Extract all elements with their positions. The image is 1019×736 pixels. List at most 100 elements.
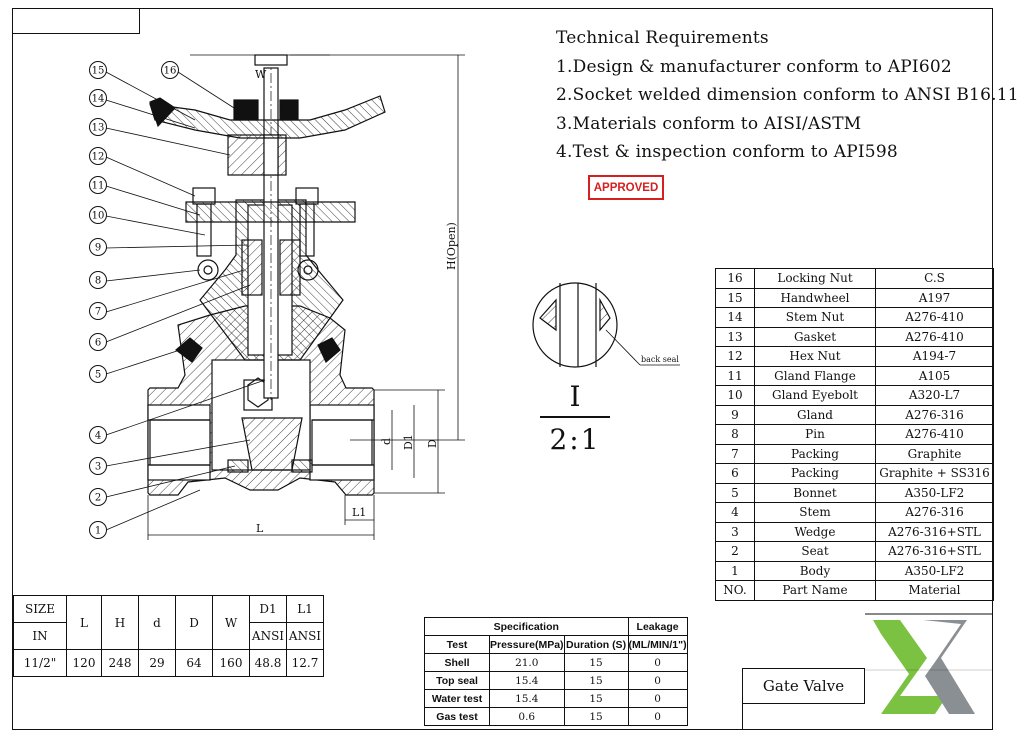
technical-requirements: Technical Requirements 1.Design & manufa… <box>556 24 1019 167</box>
parts-cell-name: Gasket <box>754 326 876 347</box>
value-L: 120 <box>66 649 102 677</box>
col-pressure: Pressure(MPa) <box>489 635 565 654</box>
parts-cell-material: A105 <box>875 365 994 386</box>
size-unit: IN <box>13 622 67 650</box>
parts-cell-material: A320-L7 <box>875 385 994 406</box>
parts-cell-name: Packing <box>754 443 876 464</box>
col-L: L <box>66 595 102 650</box>
parts-cell-material: A276-316 <box>875 404 994 425</box>
approved-stamp: APPROVED <box>588 175 664 200</box>
parts-cell-name: Stem Nut <box>754 307 876 328</box>
parts-cell-material: A350-LF2 <box>875 482 994 503</box>
value-d: 29 <box>138 649 176 677</box>
balloon-circle <box>161 61 179 79</box>
leakage-header: Leakage <box>627 617 688 636</box>
parts-cell-material: A276-316 <box>875 502 994 523</box>
detail-rule <box>540 416 610 418</box>
parts-cell-no: 10 <box>715 385 755 406</box>
parts-cell-name: Gland Flange <box>754 365 876 386</box>
detail-circle <box>532 282 618 368</box>
balloon-circle <box>89 176 107 194</box>
spec-cell-duration: 15 <box>563 653 629 672</box>
spec-cell-test: Shell <box>424 653 490 672</box>
title-block: Gate Valve <box>742 668 865 704</box>
col-L1-sub: ANSI <box>286 622 324 650</box>
tech-item: 3.Materials conform to AISI/ASTM <box>556 113 862 134</box>
back-seal-callout: back seal <box>641 355 679 364</box>
corner-box <box>12 8 140 34</box>
balloon-label: 12 <box>92 152 105 163</box>
parts-cell-name: Packing <box>754 463 876 484</box>
balloon-label: 2 <box>95 493 101 504</box>
parts-cell-material: Graphite + SS316 <box>875 463 994 484</box>
balloon-label: 1 <box>95 526 101 537</box>
value-D: 64 <box>175 649 213 677</box>
spec-cell-leak: 0 <box>627 671 688 690</box>
detail-label: I <box>569 380 581 413</box>
col-D1: D1 <box>249 595 287 623</box>
parts-cell-no: 2 <box>715 541 755 562</box>
parts-cell-no: 4 <box>715 502 755 523</box>
col-duration: Duration (S) <box>563 635 629 654</box>
title-block-lower <box>742 704 866 730</box>
gland-flange <box>185 201 356 223</box>
balloon-circle <box>89 521 107 539</box>
balloon-label: 10 <box>92 211 105 222</box>
spec-cell-duration: 15 <box>563 689 629 708</box>
logo <box>865 613 993 714</box>
dim-label-W: W <box>255 68 267 81</box>
dim-label-D: D <box>426 439 439 448</box>
spec-cell-leak: 0 <box>627 653 688 672</box>
balloon-circle <box>89 365 107 383</box>
col-H: H <box>101 595 139 650</box>
balloon-circle <box>89 426 107 444</box>
balloon-circle <box>89 61 107 79</box>
logo-gray-mark <box>923 620 975 714</box>
parts-cell-material: A276-316+STL <box>875 541 994 562</box>
col-leak-unit: (ML/MIN/1") <box>627 635 688 654</box>
detail-scale: I 2:1 <box>540 380 610 460</box>
balloon-label: 16 <box>164 66 177 77</box>
balloon-label: 13 <box>92 123 105 134</box>
balloon-circle <box>89 488 107 506</box>
balloon-label: 9 <box>95 243 101 254</box>
parts-cell-material: A276-410 <box>875 307 994 328</box>
col-d: d <box>138 595 176 650</box>
parts-cell-name: Wedge <box>754 521 876 542</box>
parts-cell-no: 5 <box>715 482 755 503</box>
spec-cell-duration: 15 <box>563 671 629 690</box>
parts-cell-material: Graphite <box>875 443 994 464</box>
parts-cell-no: 7 <box>715 443 755 464</box>
parts-cell-no: 12 <box>715 346 755 367</box>
value-H: 248 <box>101 649 139 677</box>
detail-scale-ratio: 2:1 <box>549 422 601 456</box>
balloon-label: 6 <box>95 338 101 349</box>
size-value: 11/2" <box>13 649 67 677</box>
spec-cell-pressure: 21.0 <box>489 653 565 672</box>
parts-cell-no: 3 <box>715 521 755 542</box>
parts-cell-name: Seat <box>754 541 876 562</box>
parts-cell-no: 13 <box>715 326 755 347</box>
col-L1: L1 <box>286 595 324 623</box>
tech-item: 1.Design & manufacturer conform to API60… <box>556 56 952 77</box>
balloon-circle <box>89 457 107 475</box>
balloon-circle <box>89 118 107 136</box>
parts-cell-name: Locking Nut <box>754 268 876 289</box>
balloon-label: 15 <box>92 66 105 77</box>
